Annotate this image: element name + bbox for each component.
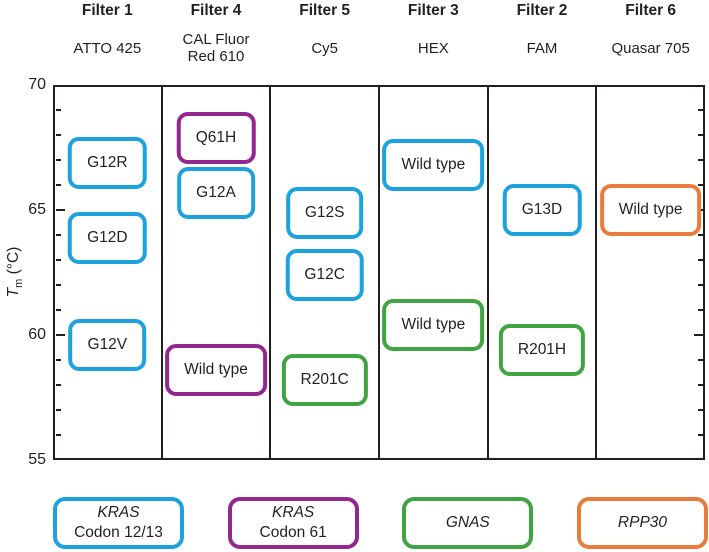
column-header-filter: Filter 3 (407, 2, 459, 19)
marker-label: G12S (304, 203, 345, 221)
y-axis-minor-tick (55, 284, 61, 286)
column-header-dye: CAL Fluor Red 610 (182, 31, 250, 65)
marker-label: G12C (304, 266, 345, 283)
y-axis-minor-tick (697, 134, 703, 136)
legend: KRAS Codon 12/13 KRAS Codon 61 GNAS RPP30 (53, 497, 708, 549)
y-axis-minor-tick (55, 259, 61, 261)
y-axis-tick-label: 70 (28, 76, 46, 93)
y-axis-minor-tick (697, 309, 703, 311)
column-header-dye: HEX (417, 39, 449, 57)
y-axis-title-subscript: m (13, 278, 26, 288)
marker-label: G12V (87, 336, 128, 353)
column-header-filter: Filter 2 (516, 2, 568, 19)
marker-box: Wild type (599, 184, 702, 236)
marker-label: Wild type (401, 156, 466, 173)
marker-label: G12R (87, 153, 128, 171)
y-axis-minor-tick (55, 359, 61, 361)
marker-box: R201H (498, 324, 586, 376)
column-separator (160, 85, 163, 460)
y-axis-title: Tm (°C) (4, 217, 26, 327)
marker-box: Wild type (382, 139, 485, 191)
y-axis-minor-tick (697, 259, 703, 261)
legend-label-codon: Codon 12/13 (74, 524, 163, 541)
marker-label: Wild type (618, 201, 683, 218)
legend-label-gene: RPP30 (617, 514, 668, 531)
marker-label: Q61H (195, 128, 237, 146)
marker-box: G12R (68, 136, 147, 189)
column-header-filter: Filter 4 (190, 2, 242, 19)
y-axis-minor-tick (55, 434, 61, 436)
marker-box: Q61H (176, 111, 256, 164)
y-axis-minor-tick (697, 109, 703, 111)
column-header-filter: Filter 5 (299, 2, 351, 19)
marker-label: Wild type (401, 316, 466, 333)
y-axis-major-tick (693, 333, 703, 337)
y-axis-minor-tick (697, 184, 703, 186)
y-axis-minor-tick (697, 284, 703, 286)
y-axis-minor-tick (697, 409, 703, 411)
legend-item: KRAS Codon 61 (227, 497, 359, 549)
y-axis-minor-tick (697, 234, 703, 236)
column-separator (595, 85, 598, 460)
marker-label: G13D (521, 201, 563, 218)
marker-label: G12D (87, 228, 128, 246)
marker-box: G12A (177, 166, 255, 219)
y-axis-tick-label: 65 (28, 201, 46, 218)
legend-label-codon: Codon 61 (259, 524, 327, 541)
legend-label-gene: GNAS (445, 514, 490, 531)
column-separator (486, 85, 489, 460)
y-axis-title-symbol: T (5, 287, 22, 298)
y-axis-minor-tick (697, 384, 703, 386)
marker-box: R201C (281, 354, 368, 406)
y-axis-major-tick (55, 333, 65, 337)
y-axis-tick-label: 55 (28, 451, 46, 468)
y-axis-major-tick (55, 208, 65, 212)
y-axis-tick-label: 60 (28, 326, 46, 343)
marker-label: R201C (300, 371, 349, 388)
marker-box: G12D (68, 211, 147, 264)
marker-box: G13D (502, 184, 582, 236)
legend-item: GNAS (402, 497, 534, 549)
y-axis-minor-tick (697, 359, 703, 361)
marker-label: R201H (517, 341, 567, 358)
column-header-dye: Cy5 (311, 39, 338, 57)
marker-box: Wild type (165, 344, 267, 396)
y-axis-title-unit: (°C) (5, 246, 22, 279)
legend-label-gene: KRAS (97, 504, 140, 521)
column-separator (269, 85, 272, 460)
y-axis-minor-tick (55, 384, 61, 386)
y-axis-minor-tick (55, 159, 61, 161)
marker-label: G12A (196, 183, 236, 201)
y-axis-minor-tick (55, 184, 61, 186)
y-axis-minor-tick (55, 309, 61, 311)
y-axis-minor-tick (55, 109, 61, 111)
column-separator (378, 85, 380, 460)
column-header-dye: ATTO 425 (73, 39, 142, 57)
marker-box: G12V (68, 319, 147, 371)
marker-box: G12C (285, 249, 364, 301)
y-axis-minor-tick (55, 409, 61, 411)
y-axis-minor-tick (55, 234, 61, 236)
legend-label-gene: KRAS (272, 504, 315, 521)
y-axis-minor-tick (697, 159, 703, 161)
marker-label: Wild type (184, 361, 248, 378)
y-axis-minor-tick (55, 134, 61, 136)
legend-item: KRAS Codon 12/13 (53, 497, 184, 549)
legend-item: RPP30 (576, 497, 708, 549)
column-header-filter: Filter 1 (81, 2, 133, 19)
marker-box: Wild type (382, 299, 485, 351)
y-axis-minor-tick (697, 434, 703, 436)
column-header-filter: Filter 6 (625, 2, 677, 19)
column-header-dye: FAM (526, 39, 558, 57)
column-header-dye: Quasar 705 (611, 39, 690, 57)
marker-box: G12S (285, 186, 364, 239)
